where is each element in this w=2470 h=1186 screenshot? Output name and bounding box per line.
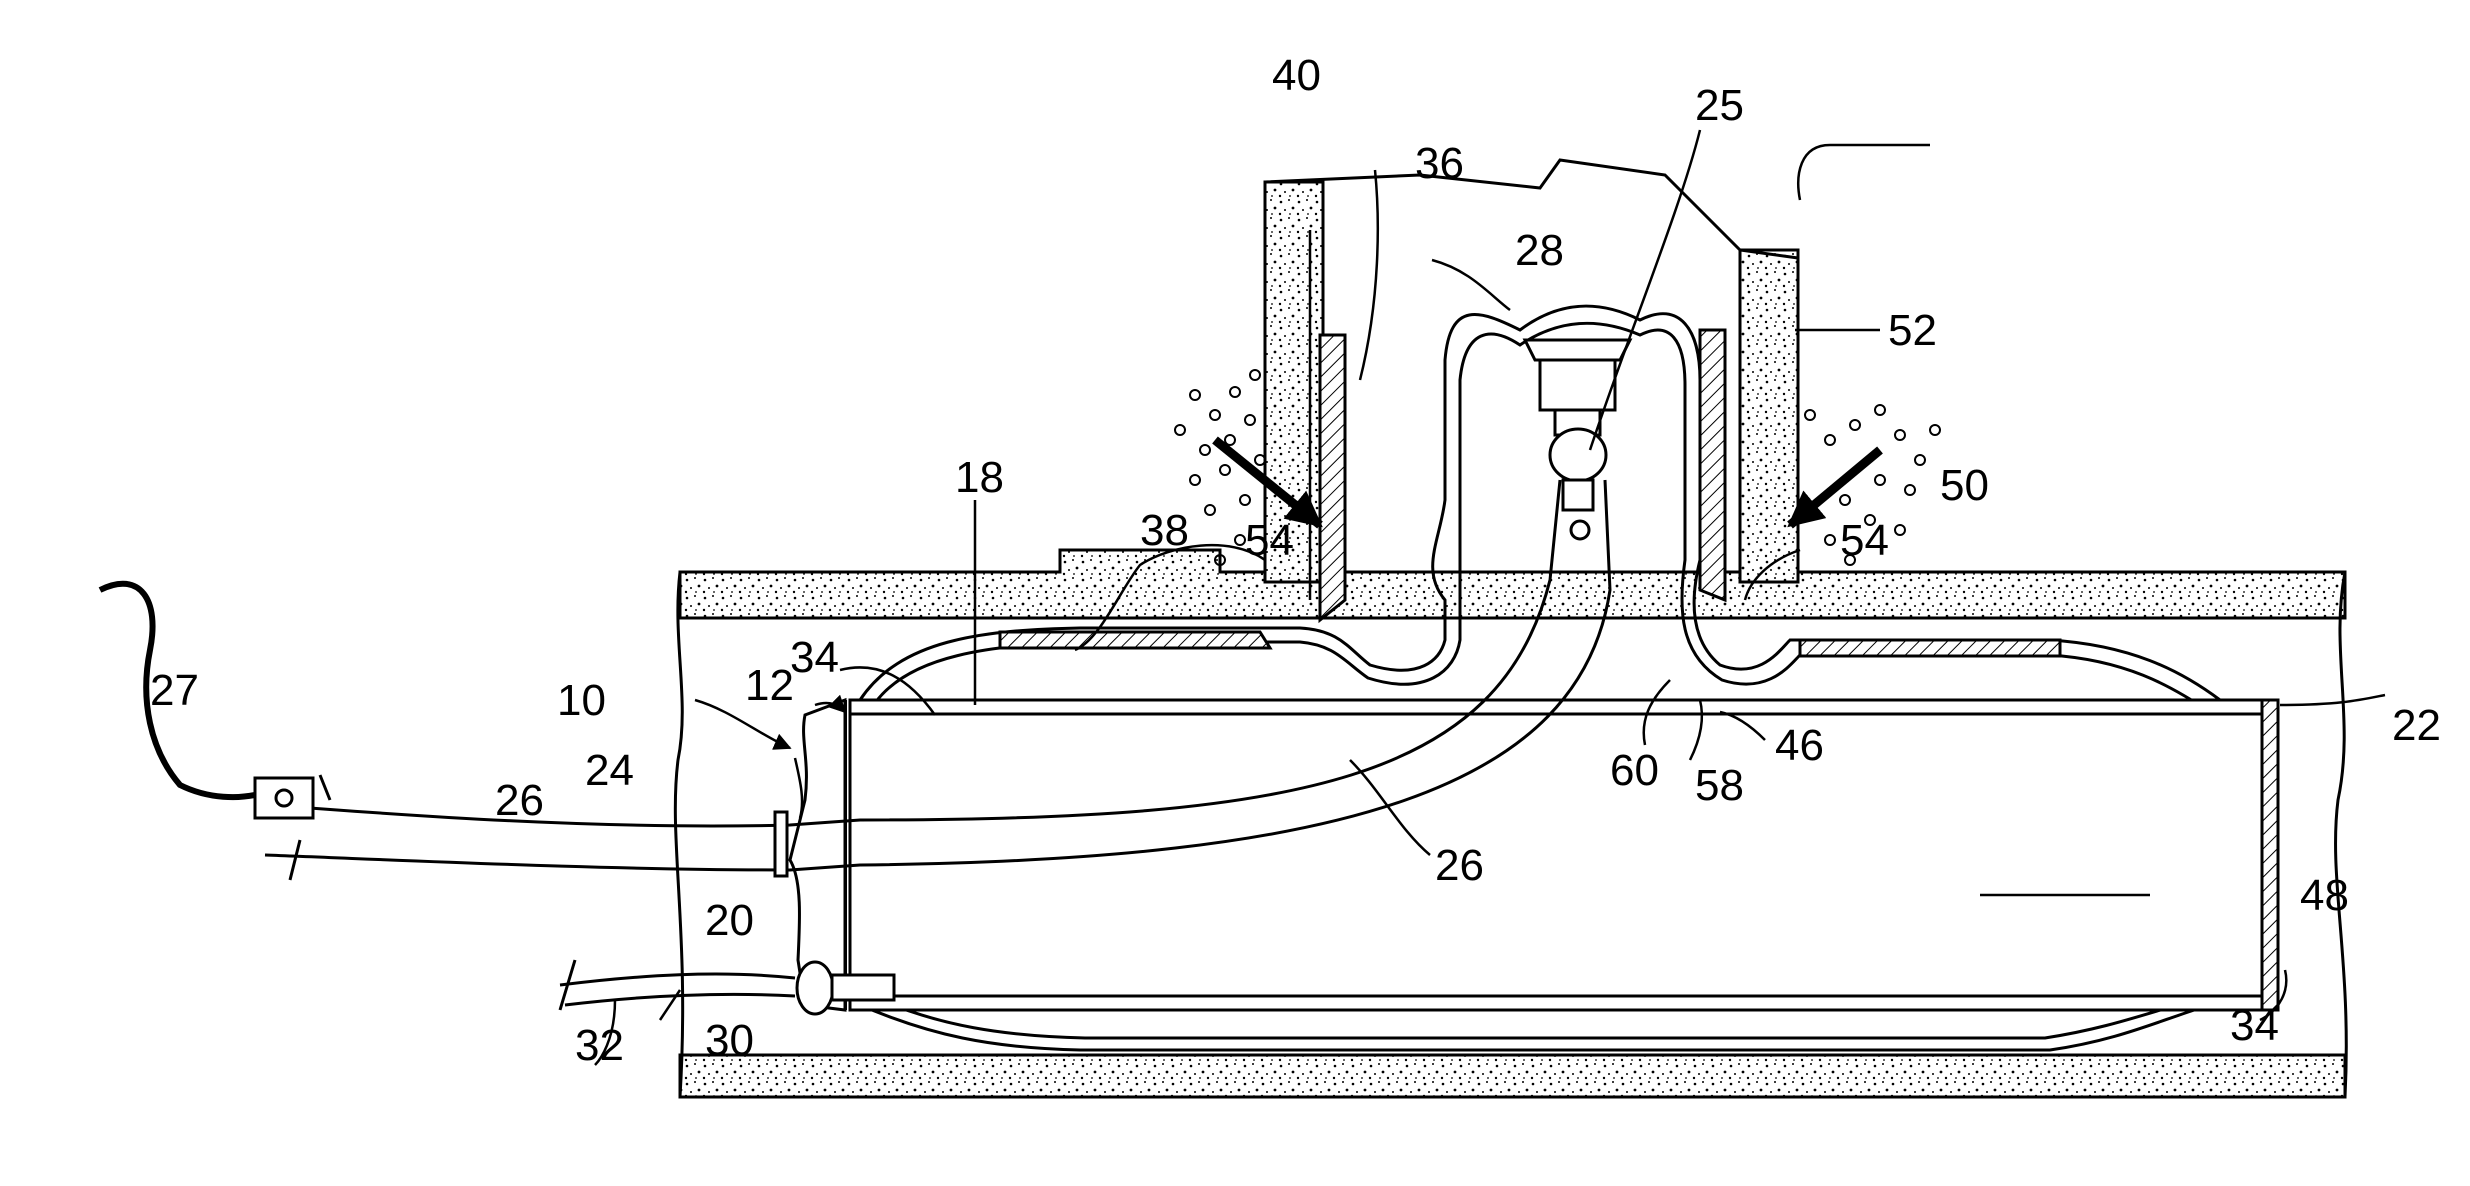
label-54a: 54: [1245, 516, 1294, 565]
carrier-body: [850, 700, 2278, 1010]
label-28: 28: [1515, 226, 1564, 275]
lateral-liner-left: [1320, 335, 1345, 620]
liner-flange-left: [1000, 632, 1270, 648]
label-36: 36: [1415, 139, 1464, 188]
cable-band: [775, 812, 787, 876]
camera-nozzle: [1525, 340, 1630, 360]
tether: [100, 584, 313, 818]
liner-flange-right: [1800, 640, 2060, 656]
label-24: 24: [585, 746, 634, 795]
valve-fitting: [797, 962, 833, 1014]
label-50: 50: [1940, 461, 1989, 510]
lateral-liner-right: [1700, 330, 1725, 600]
label-34b: 34: [2230, 1001, 2279, 1050]
label-52: 52: [1888, 306, 1937, 355]
label-26b: 26: [1435, 841, 1484, 890]
camera-stem: [1563, 480, 1593, 510]
camera-body: [1540, 360, 1615, 410]
label-58: 58: [1695, 761, 1744, 810]
label-40: 40: [1272, 51, 1321, 100]
label-27: 27: [150, 666, 199, 715]
arrow-right: [1790, 450, 1880, 525]
label-46: 46: [1775, 721, 1824, 770]
label-26a: 26: [495, 776, 544, 825]
label-10: 10: [557, 676, 606, 725]
tether-lug-hole: [276, 790, 292, 806]
lateral-right-wall: [1740, 250, 1798, 582]
carrier-tube: [845, 700, 2278, 1010]
label-32: 32: [575, 1021, 624, 1070]
carrier-end-wall: [2262, 700, 2278, 1010]
camera-joint: [1550, 429, 1606, 481]
label-60: 60: [1610, 746, 1659, 795]
bladder-bottom: [860, 1005, 2210, 1050]
valve-stub: [832, 975, 894, 1000]
label-30: 30: [705, 1016, 754, 1065]
pipe-top-wall: [680, 550, 2345, 618]
pipe-right-edge: [2336, 572, 2347, 1097]
label-20: 20: [705, 896, 754, 945]
label-34a: 34: [790, 633, 839, 682]
pipe-bottom-wall: [680, 1055, 2345, 1097]
label-48: 48: [2300, 871, 2349, 920]
label-22: 22: [2392, 701, 2441, 750]
label-54b: 54: [1840, 516, 1889, 565]
label-12: 12: [745, 661, 794, 710]
air-hose: [560, 960, 795, 1010]
cable-end-lug: [1571, 521, 1589, 539]
pipe-left-edge: [675, 572, 682, 1097]
label-38: 38: [1140, 506, 1189, 555]
label-25: 25: [1695, 81, 1744, 130]
camera-head: [1525, 340, 1630, 539]
label-18: 18: [955, 453, 1004, 502]
